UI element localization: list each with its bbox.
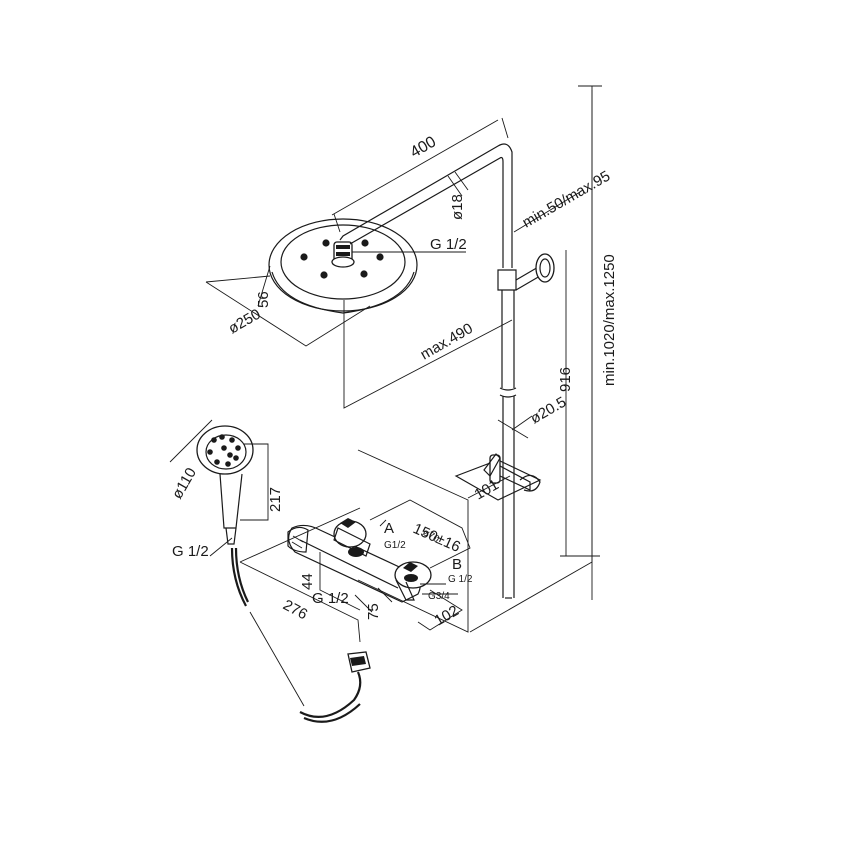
port-b-thread-label: G 1/2: [448, 574, 473, 585]
hand-diameter-label: ø110: [169, 465, 200, 502]
dimension-lines: [169, 85, 602, 707]
outlet-label: G3/4: [428, 591, 450, 602]
mixer-inlet-label: G 1/2: [312, 590, 349, 607]
mixer-height-label: 44: [299, 573, 316, 590]
mixer-offset-label: 75: [365, 603, 382, 620]
projection-label: max.490: [418, 320, 476, 363]
port-a-label: A: [384, 520, 394, 537]
head-height-label: 56: [255, 291, 272, 308]
overhead-shower-head: [268, 218, 418, 314]
head-diameter-label: ø250: [226, 306, 264, 338]
hand-shower-holder: [454, 453, 542, 501]
mixer-width-label: 102: [432, 602, 462, 629]
arm-length-label: 400: [408, 133, 440, 161]
rail-height-label: 916: [557, 367, 574, 392]
port-b-label: B: [452, 556, 462, 573]
hand-connection-label: G 1/2: [172, 543, 209, 560]
arm-diameter-label: ø18: [449, 194, 466, 220]
hand-shower: [196, 425, 254, 545]
rail-diameter-label: ø20.5: [528, 394, 570, 428]
shower-hose: [230, 547, 371, 723]
head-drop-label: min.50/max.95: [520, 168, 614, 232]
thermostatic-mixer: [287, 518, 432, 603]
reference-planes: [239, 90, 593, 643]
mixer-depth-label: 276: [280, 597, 310, 624]
head-connection-label: G 1/2: [430, 236, 467, 253]
port-a-thread-label: G1/2: [384, 540, 406, 551]
shower-arm: [339, 143, 513, 268]
hand-length-label: 217: [267, 487, 284, 512]
riser-rail: [497, 253, 555, 599]
total-height-label: min.1020/max.1250: [601, 254, 618, 386]
